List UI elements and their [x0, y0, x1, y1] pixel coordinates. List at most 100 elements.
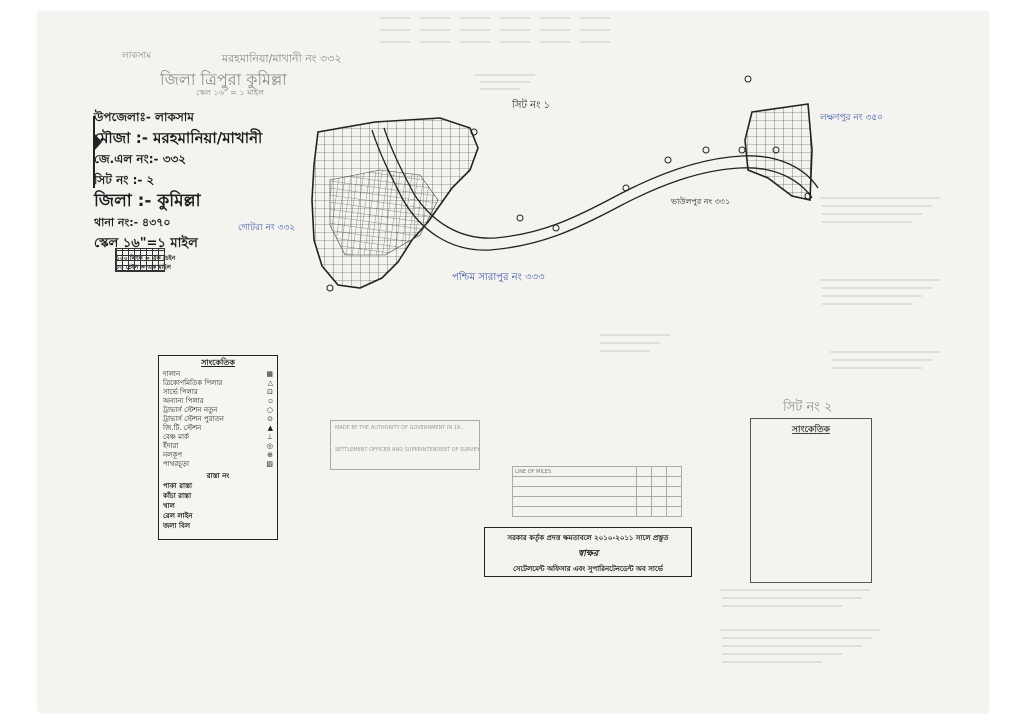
north-arrow-icon [93, 132, 102, 152]
legend-item: ট্রাভার্স স্টেশন নতুন ○ [163, 406, 273, 415]
table-row [512, 496, 683, 507]
legend-item: ইঁদারা ◎ [163, 442, 273, 451]
legend-item-label: বেঞ্চ মার্ক [163, 433, 189, 441]
legend-item-label: দালান [163, 370, 181, 378]
sheet-1-label: সিট নং ১ [512, 100, 551, 111]
legend-symbol-icon: △ [267, 379, 273, 387]
legend-item: ত্রিকোণমিতিক পিলার △ [163, 379, 273, 388]
legend-symbol-icon: ⊡ [267, 388, 273, 396]
mouza-label: মৌজা :- মরহমানিয়া/মাখানী [94, 129, 263, 147]
paschim-sharapur-label: পশ্চিম সারাপুর নং ৩৩৩ [452, 272, 545, 283]
certificate-line-1: সরকার কর্তৃক প্রদত্ত ক্ষমতাবলে ২০১০-২০১১… [507, 534, 669, 542]
table-cell [650, 466, 667, 477]
legend-symbol-icon: ▦ [266, 370, 273, 378]
table-cell [650, 506, 667, 517]
table-cell [665, 476, 683, 487]
table-cell [635, 496, 652, 507]
table-cell [512, 486, 637, 497]
table-cell [650, 496, 667, 507]
table-cell [650, 486, 667, 497]
lakshmanpur-label: লক্ষণপুর নং ৩৫০ [820, 113, 884, 123]
area-table-grid: LINE OF MILES [512, 466, 683, 517]
legend-item-label: ত্রিকোণমিতিক পিলার [163, 379, 223, 387]
government-stamp: MADE BY THE AUTHORITY OF GOVERNMENT IN 1… [330, 420, 480, 470]
legend-item-label: অন্যান্য পিলার [163, 397, 204, 405]
district-label: জিলা :- কুমিল্লা [94, 191, 201, 211]
table-cell [665, 466, 683, 477]
legend-road-item: পাকা রাস্তা [163, 482, 193, 490]
table-row [512, 476, 683, 487]
legend-item: বেঞ্চ মার্ক ⊥ [163, 433, 273, 442]
legend-road-item: খাল [163, 502, 175, 510]
legend-items: দালান▦ত্রিকোণমিতিক পিলার△সার্ভে পিলার⊡অন… [163, 370, 273, 469]
legend-item-label: সার্ভে পিলার [163, 388, 198, 396]
table-cell [635, 486, 652, 497]
stamp-line-1: MADE BY THE AUTHORITY OF GOVERNMENT IN 1… [335, 425, 464, 431]
table-cell [635, 476, 652, 487]
legend-item-label: পাথরচূড়া [163, 460, 189, 468]
certificate-signature: স্বাক্ষর [577, 549, 599, 559]
table-cell [650, 476, 667, 487]
legend-item: পাথরচূড়া ▨ [163, 460, 273, 469]
legend-symbol-icon: ▫ [268, 397, 273, 405]
title-bracket [93, 116, 103, 188]
stamp-line-2: SETTLEMENT OFFICER AND SUPERINTENDENT OF… [335, 447, 480, 453]
legend-roads-title: রাস্তা নং [206, 472, 230, 480]
certificate-box: সরকার কর্তৃক প্রদত্ত ক্ষমতাবলে ২০১০-২০১১… [484, 527, 692, 577]
legend-item: জি.টি. স্টেশন ▲ [163, 424, 273, 433]
certificate-line-3: সেটেলমেন্ট অফিসার এবং সুপারিনটেনডেন্ট অব… [513, 565, 663, 573]
jl-no-label: জে.এল নং:- ৩৩২ [94, 152, 187, 166]
legend-symbol-icon: ◎ [266, 442, 273, 450]
traverse-stations [326, 75, 812, 292]
legend-item: নলকূপ⊕ [163, 451, 273, 460]
table-cell [512, 496, 637, 507]
legend-symbol-icon: ○ [266, 406, 273, 414]
khal-bank [383, 127, 819, 239]
legend-box: সাংকেতিক দালান▦ত্রিকোণমিতিক পিলার△সার্ভে… [158, 355, 278, 540]
legend-item: দালান ▦ [163, 370, 273, 379]
pencil-annotations [380, 17, 940, 663]
table-cell [512, 506, 637, 517]
legend-symbol-icon: ▨ [266, 460, 273, 468]
bhaulpur-label: ভাউলপুর নং ৩৩১ [671, 197, 731, 206]
legend-symbol-icon: ▲ [267, 424, 273, 432]
table-cell: LINE OF MILES [512, 466, 637, 477]
legend-road-item: রেল লাইন [163, 512, 193, 520]
scale-label: স্কেল ১৬"=১ মাইল [94, 236, 198, 251]
table-cell [635, 506, 652, 517]
sheet-2-label: সিট নং ২ [783, 400, 833, 415]
faded-upazila: লাকসাম [122, 51, 152, 61]
sheet-no-label: সিট নং :- ২ [94, 173, 155, 187]
legend-symbol-icon: ⊕ [267, 451, 273, 459]
faded-district: জিলা ত্রিপুরা কুমিল্লা [160, 70, 287, 89]
table-cell [665, 506, 683, 517]
faded-scale: স্কেল ১৬" = ১ মাইল [196, 88, 264, 97]
legend-item-label: ট্রাভার্স স্টেশন নতুন [163, 406, 218, 414]
secondary-legend-title: সাংকেতিক [792, 425, 830, 435]
table-row: LINE OF MILES [512, 466, 683, 477]
scale-grid [115, 248, 165, 272]
thana-no-label: থানা নং:- ৪৩৭০ [94, 216, 171, 229]
legend-road-item: কাঁচা রাস্তা [163, 492, 192, 500]
table-cell [665, 486, 683, 497]
legend-symbol-icon: ⊙ [267, 415, 273, 423]
legend-title: সাংকেতিক [201, 358, 235, 367]
upazila-label: উপজেলাঃ- লাকসাম [94, 110, 194, 124]
legend-item-label: ট্রাভার্স স্টেশন পুরাতন [163, 415, 224, 423]
gotra-label: গোটরা নং ৩৩২ [238, 223, 296, 233]
area-table: LINE OF MILES [512, 466, 683, 517]
legend-item-label: জি.টি. স্টেশন [163, 424, 202, 432]
faded-mouza: মরহমানিয়া/মাখানী নং ৩৩২ [222, 52, 342, 65]
table-row [512, 506, 683, 517]
table-cell [512, 476, 637, 487]
table-row [512, 486, 683, 497]
legend-item-label: ইঁদারা [163, 442, 179, 450]
khal-channel [371, 129, 813, 251]
legend-symbol-icon: ⊥ [266, 433, 273, 441]
table-cell [665, 496, 683, 507]
legend-item: অন্যান্য পিলার ▫ [163, 397, 273, 406]
secondary-legend: সাংকেতিক [750, 418, 872, 583]
legend-item: সার্ভে পিলার ⊡ [163, 388, 273, 397]
legend-item: ট্রাভার্স স্টেশন পুরাতন ⊙ [163, 415, 273, 424]
